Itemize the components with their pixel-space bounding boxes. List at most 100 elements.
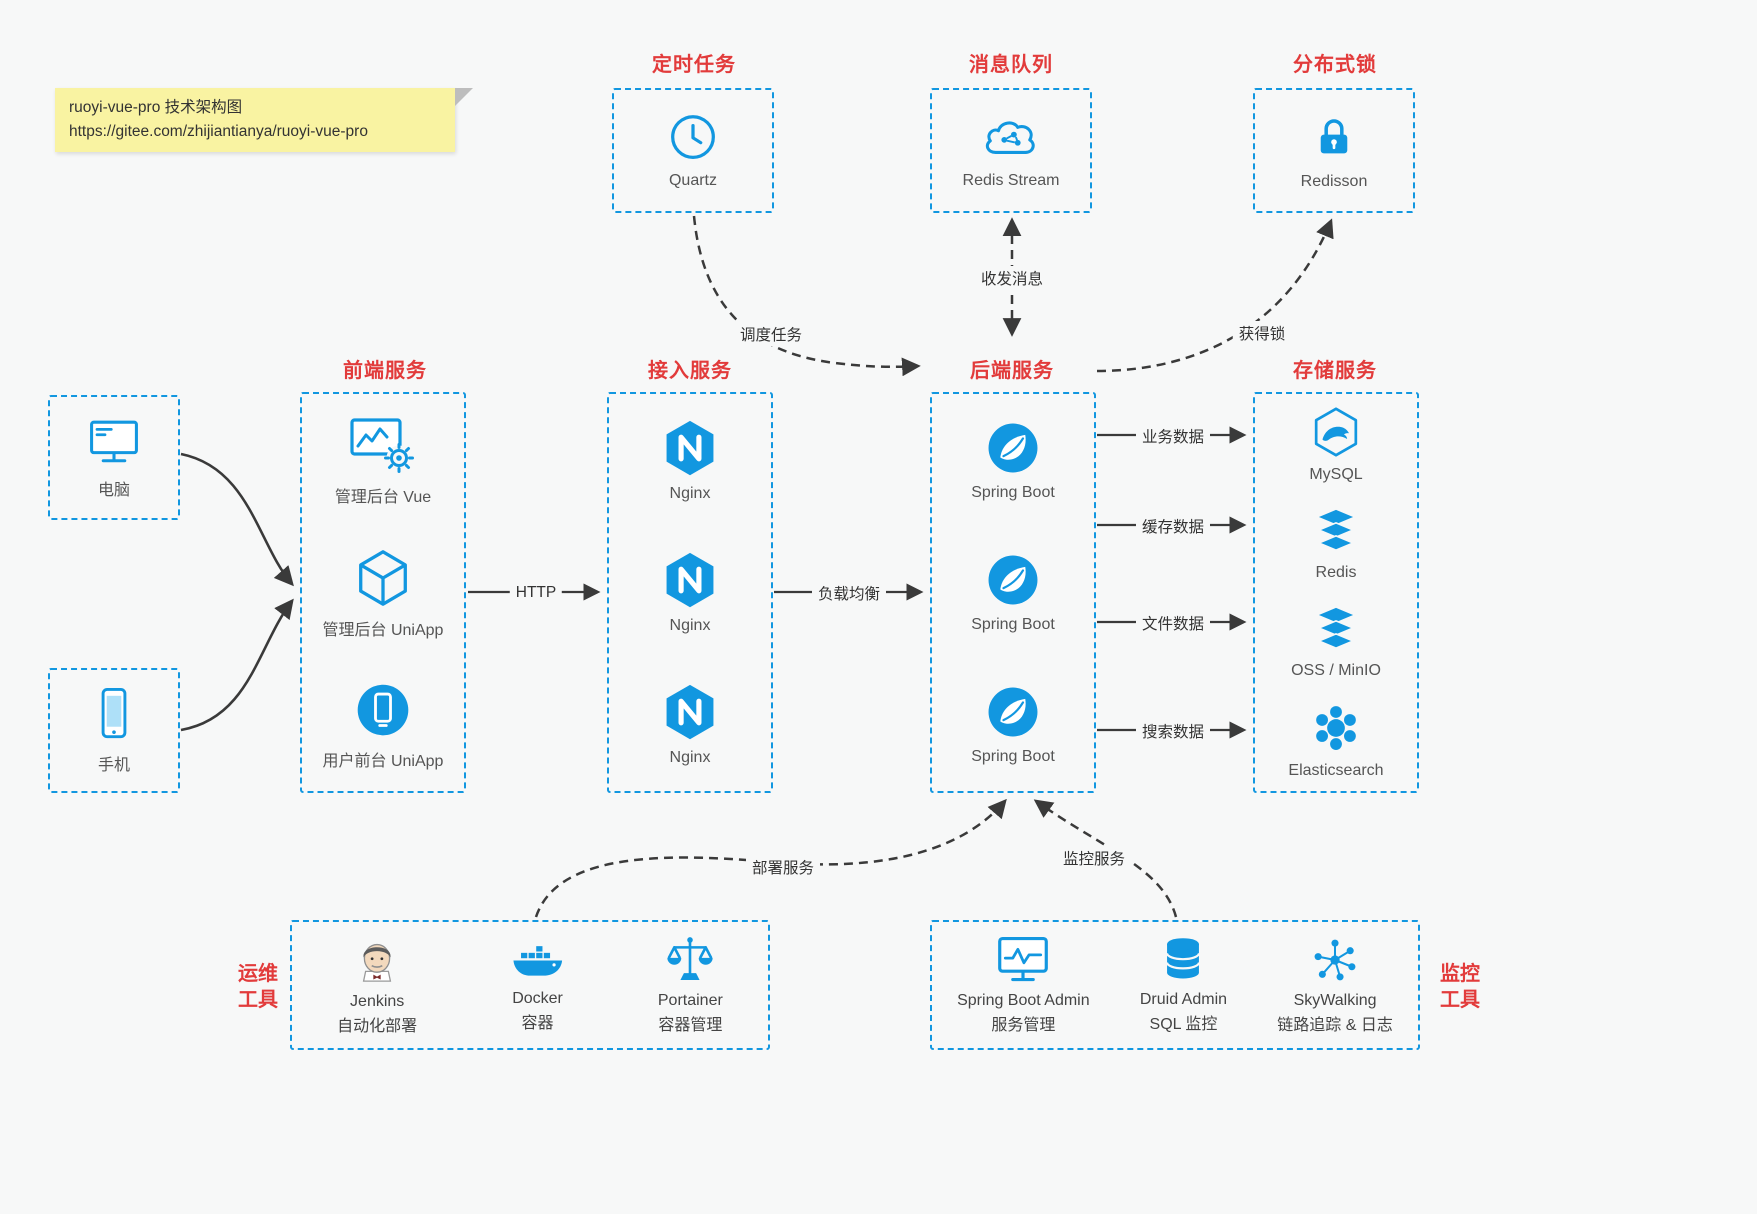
phone-label: 手机 xyxy=(97,757,130,774)
nginx-label: Nginx xyxy=(669,749,711,767)
frontend-uniapp-node: 管理后台 UniApp xyxy=(322,547,444,640)
monitoring-tools-title: 监控 工具 xyxy=(1434,961,1486,1013)
jenkins-icon xyxy=(351,932,403,988)
elasticsearch-node: Elasticsearch xyxy=(1288,701,1384,780)
ops-title-line1: 运维 xyxy=(238,963,278,985)
redis-node: Redis xyxy=(1309,505,1363,582)
docker-icon xyxy=(508,935,568,985)
mysql-node: MySQL xyxy=(1308,405,1364,484)
edge-label-monitor: 监控服务 xyxy=(1056,846,1132,870)
edge-label-messages: 收发消息 xyxy=(974,266,1050,290)
ops-tools-title: 运维 工具 xyxy=(232,961,284,1013)
quartz-box: Quartz xyxy=(612,88,774,213)
portainer-icon xyxy=(662,933,718,987)
nginx-icon xyxy=(660,550,720,610)
portainer-sublabel: 容器管理 xyxy=(658,1017,723,1034)
edge-label-business-data: 业务数据 xyxy=(1135,424,1211,448)
edge-label-deploy: 部署服务 xyxy=(745,855,821,879)
group-title-frontend: 前端服务 xyxy=(343,360,427,382)
druid-sublabel: SQL 监控 xyxy=(1149,1016,1218,1033)
edge-label-lock: 获得锁 xyxy=(1232,321,1292,345)
note-fold-corner xyxy=(455,88,473,106)
group-title-distributed-lock: 分布式锁 xyxy=(1293,54,1377,76)
pc-box: 电脑 xyxy=(48,395,180,520)
mysql-icon xyxy=(1308,405,1364,459)
cloud-hub-icon xyxy=(979,111,1043,163)
spring-boot-node: Spring Boot xyxy=(971,683,1055,766)
spring-icon xyxy=(984,419,1042,477)
admin-vue-icon xyxy=(347,414,419,476)
docker-sublabel: 容器 xyxy=(521,1015,554,1032)
portainer-label: Portainer xyxy=(657,992,723,1010)
skywalking-icon xyxy=(1308,933,1362,987)
mysql-label: MySQL xyxy=(1309,465,1363,483)
oss-minio-label: OSS / MinIO xyxy=(1291,662,1381,680)
note-url: https://gitee.com/zhijiantianya/ruoyi-vu… xyxy=(69,123,368,141)
nginx-icon xyxy=(660,418,720,478)
sticky-note: ruoyi-vue-pro 技术架构图 https://gitee.com/zh… xyxy=(55,88,455,153)
nginx-label: Nginx xyxy=(669,484,711,502)
nginx-node: Nginx xyxy=(660,418,720,503)
edge-label-cache-data: 缓存数据 xyxy=(1135,514,1211,538)
ops-title-line2: 工具 xyxy=(238,989,278,1011)
layers-icon xyxy=(1309,505,1363,557)
monitoring-title-line2: 工具 xyxy=(1440,989,1480,1011)
jenkins-label: Jenkins xyxy=(350,993,405,1011)
layers-icon xyxy=(1309,603,1363,655)
lock-icon xyxy=(1309,110,1359,164)
frontend-userapp-node: 用户前台 UniApp xyxy=(322,680,444,771)
gateway-box: Nginx Nginx Nginx xyxy=(607,392,773,793)
druid-node: Druid Admin SQL 监控 xyxy=(1140,934,1227,1035)
docker-node: Docker 容器 xyxy=(508,935,568,1034)
frontend-box: 管理后台 Vue 管理后台 UniApp xyxy=(300,392,466,793)
edge-label-load-balance: 负载均衡 xyxy=(811,581,887,605)
clock-icon xyxy=(667,111,719,163)
elasticsearch-icon xyxy=(1309,701,1363,755)
ops-tools-box: Jenkins 自动化部署 Docker 容器 xyxy=(290,920,770,1050)
redis-stream-box: Redis Stream xyxy=(930,88,1092,213)
spring-boot-node: Spring Boot xyxy=(971,551,1055,634)
phone-box: 手机 xyxy=(48,668,180,793)
nginx-icon xyxy=(660,682,720,742)
jenkins-node: Jenkins 自动化部署 xyxy=(337,932,417,1037)
note-title: ruoyi-vue-pro 技术架构图 xyxy=(69,99,243,116)
spring-icon xyxy=(984,683,1042,741)
skywalking-sublabel: 链路追踪 & 日志 xyxy=(1277,1017,1393,1034)
group-title-storage: 存储服务 xyxy=(1293,360,1377,382)
spring-boot-node: Spring Boot xyxy=(971,419,1055,502)
mobile-app-icon xyxy=(353,680,413,740)
frontend-uniapp-label: 管理后台 UniApp xyxy=(322,622,444,639)
docker-label: Docker xyxy=(512,990,563,1008)
nginx-node: Nginx xyxy=(660,682,720,767)
edge-label-search-data: 搜索数据 xyxy=(1135,719,1211,743)
redis-stream-label: Redis Stream xyxy=(962,172,1060,189)
spring-boot-admin-node: Spring Boot Admin 服务管理 xyxy=(957,933,1090,1036)
frontend-vue-label: 管理后台 Vue xyxy=(334,489,432,506)
frontend-userapp-label: 用户前台 UniApp xyxy=(322,753,444,770)
spring-boot-label: Spring Boot xyxy=(971,615,1055,633)
druid-label: Druid Admin xyxy=(1139,991,1228,1009)
spring-boot-label: Spring Boot xyxy=(971,748,1055,766)
skywalking-label: SkyWalking xyxy=(1293,992,1377,1010)
monitoring-title-line1: 监控 xyxy=(1440,963,1480,985)
desktop-icon xyxy=(85,415,143,467)
nginx-label: Nginx xyxy=(669,616,711,634)
edge-label-file-data: 文件数据 xyxy=(1135,611,1211,635)
elasticsearch-label: Elasticsearch xyxy=(1288,762,1384,780)
group-title-message-queue: 消息队列 xyxy=(969,54,1053,76)
group-title-gateway: 接入服务 xyxy=(648,360,732,382)
edge-lock xyxy=(1096,218,1334,373)
storage-box: MySQL Redis xyxy=(1253,392,1419,793)
frontend-vue-node: 管理后台 Vue xyxy=(335,414,431,507)
edge-label-schedule: 调度任务 xyxy=(733,322,809,346)
edge-label-http: HTTP xyxy=(509,583,563,603)
spring-icon xyxy=(984,551,1042,609)
spring-boot-admin-sublabel: 服务管理 xyxy=(991,1017,1056,1034)
nginx-node: Nginx xyxy=(660,550,720,635)
skywalking-node: SkyWalking 链路追踪 & 日志 xyxy=(1277,933,1393,1036)
spring-boot-label: Spring Boot xyxy=(971,483,1055,501)
cube-icon xyxy=(352,547,414,609)
phone-icon xyxy=(94,686,134,742)
